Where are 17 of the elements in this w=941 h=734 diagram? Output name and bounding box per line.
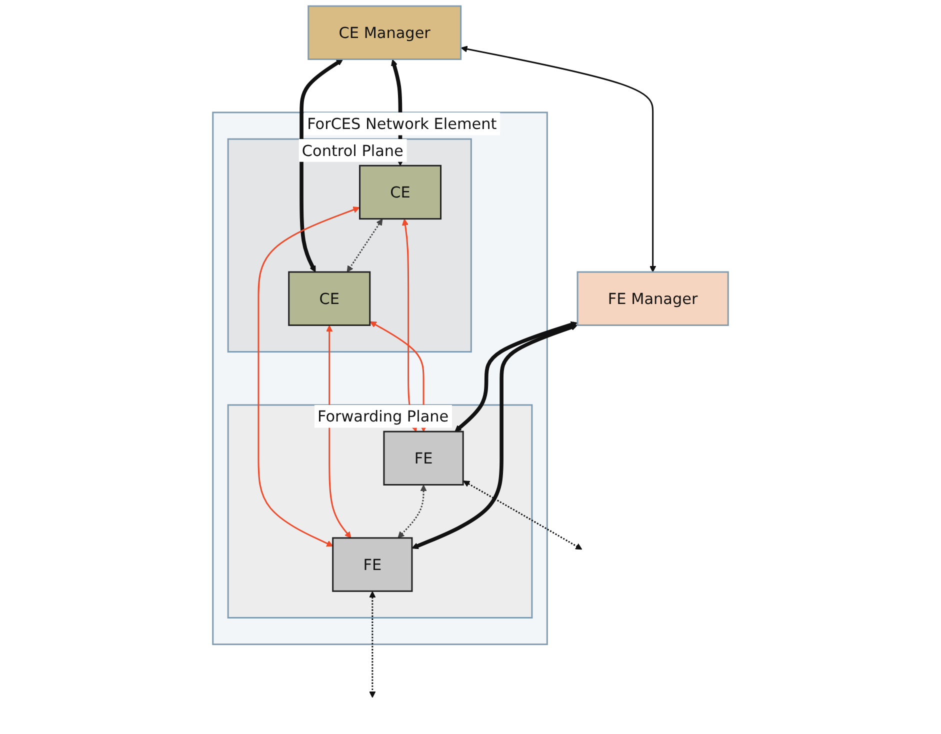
arrow [346,218,383,272]
node-box: FE [383,430,464,486]
node-box: CE Manager [308,5,462,60]
arrow [412,324,578,550]
node-box: CE [359,164,442,220]
arrow [326,325,352,538]
arrow [463,480,582,550]
node-box: FE Manager [576,271,729,326]
arrow [460,46,656,272]
arrow [402,218,418,432]
node-box: CE [288,271,371,326]
arrow [300,59,344,272]
arrow [398,484,427,538]
arrow [369,591,376,698]
arrow [258,206,360,547]
node-box: FE [332,537,413,592]
arrow [454,321,578,432]
